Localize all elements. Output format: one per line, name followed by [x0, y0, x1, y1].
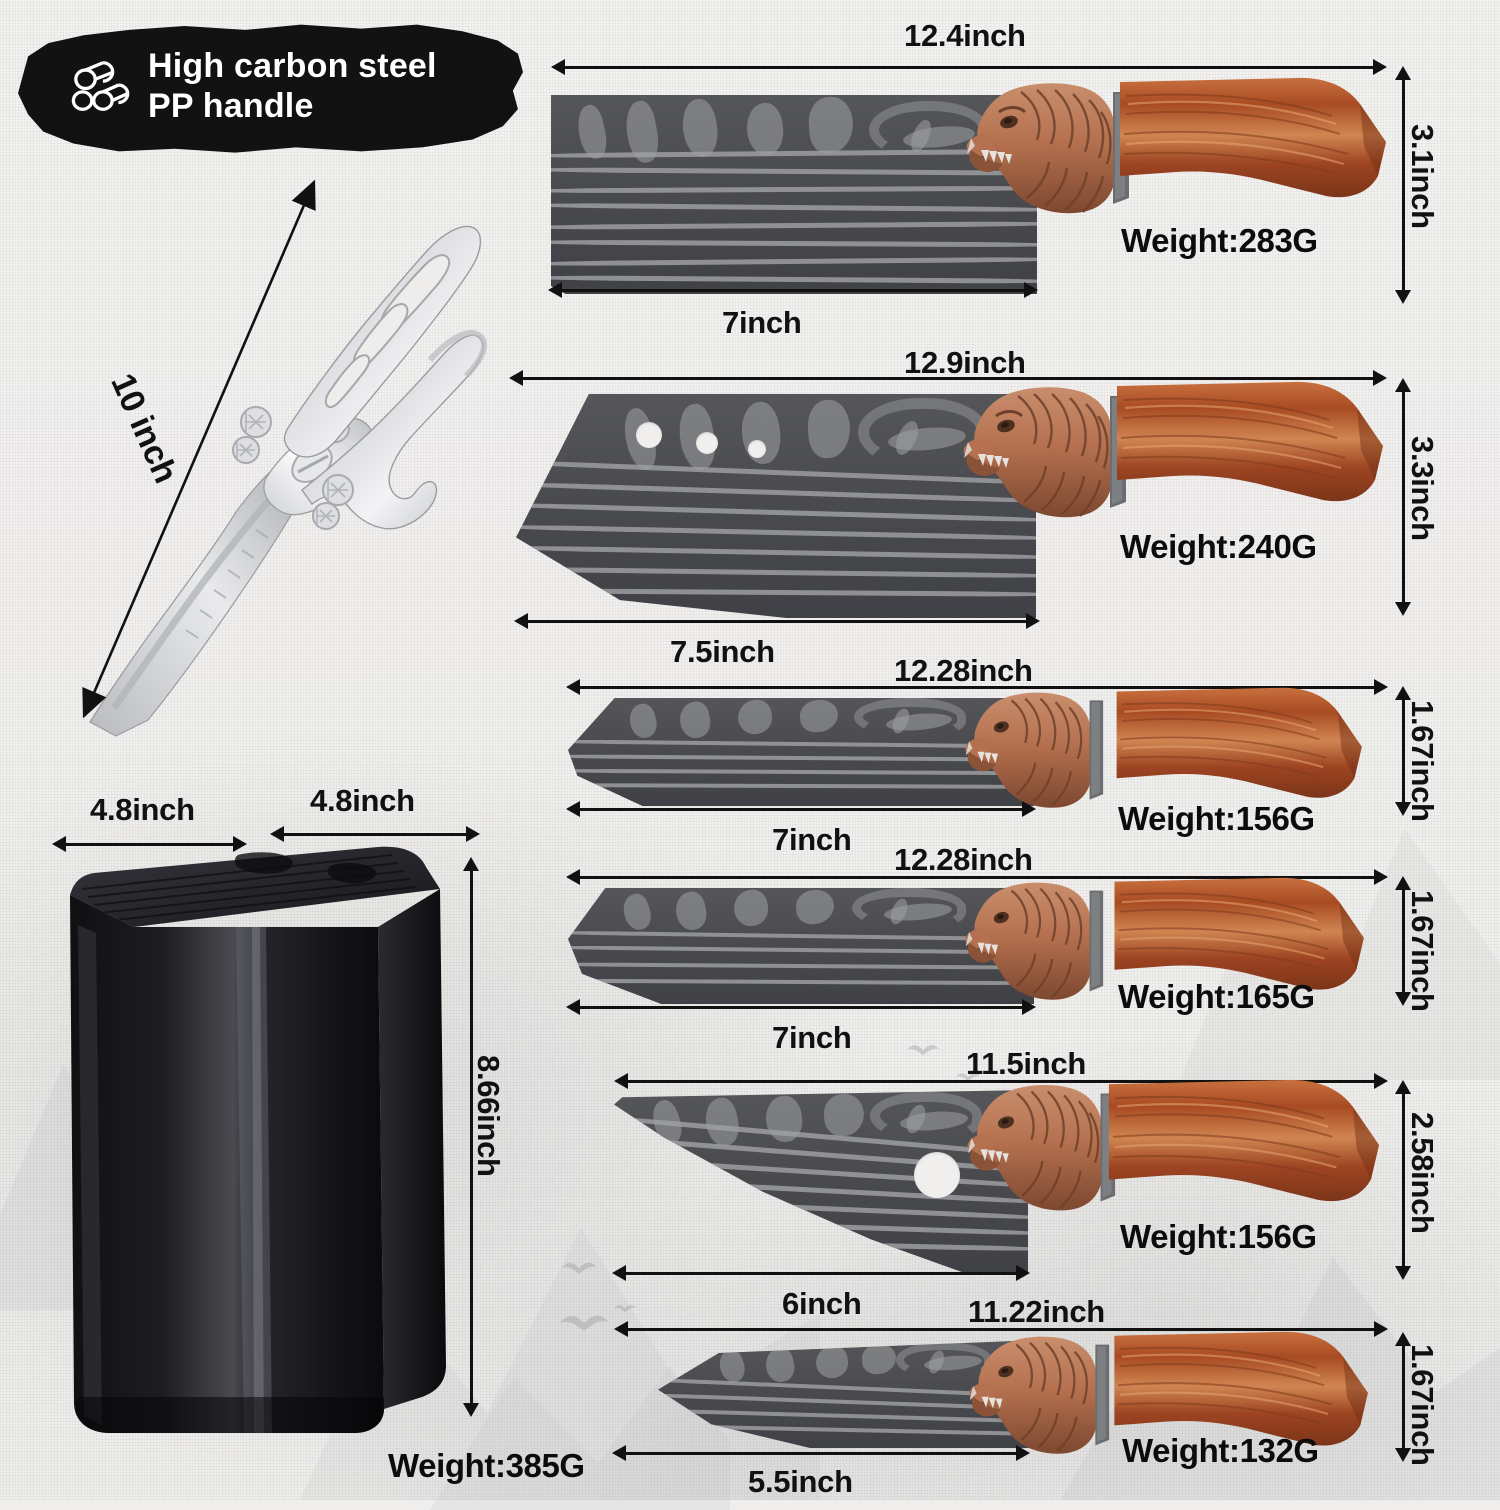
knife-2-blade-label: 7.5inch — [670, 634, 775, 669]
knife-5-total-arrow — [614, 1072, 1388, 1090]
knife-5-weight-label: Weight:156G — [1120, 1218, 1317, 1255]
knife-2-rosewood-handle — [1117, 381, 1383, 502]
bird-silhouette — [906, 1045, 940, 1056]
knife-1-rosewood-handle — [1120, 77, 1386, 198]
knife-4-blade-label: 7inch — [772, 1020, 852, 1055]
knife-5-height-arrow — [1394, 1080, 1412, 1280]
knife-3-rosewood-handle — [1116, 687, 1362, 798]
bird-silhouette — [559, 1315, 609, 1331]
knife-4-rosewood-handle — [1114, 877, 1364, 990]
knife-row-4: 12.28inch — [566, 842, 1440, 1055]
knife-6-height-label: 1.67inch — [1405, 1344, 1440, 1466]
knife-3-blade — [568, 698, 1034, 806]
badge-text: High carbon steel PP handle — [148, 46, 437, 126]
knife-6-blade-label: 5.5inch — [748, 1464, 853, 1499]
knife-block: 4.8inch 4.8inch 8.66inch Weight:385G — [48, 783, 585, 1484]
knife-row-5: 11.5inch — [612, 1046, 1440, 1321]
block-weight-label: Weight:385G — [388, 1447, 585, 1484]
knife-4-wolf-head-bolster — [965, 882, 1104, 1000]
knife-3-height-arrow — [1394, 686, 1412, 816]
knife-2-height-arrow — [1394, 378, 1412, 616]
knife-2-blade-arrow — [514, 612, 1040, 630]
bird-silhouette — [613, 1305, 637, 1313]
knife-1-total-label: 12.4inch — [904, 18, 1026, 53]
knife-4-total-label: 12.28inch — [894, 842, 1033, 877]
knife-5-blade-label: 6inch — [782, 1286, 862, 1321]
knife-6-blade-arrow — [612, 1444, 1030, 1462]
block-depth-arrow — [270, 825, 480, 843]
block-width-label: 4.8inch — [90, 792, 195, 827]
knife-1-total-arrow — [551, 58, 1387, 76]
knife-5-blade-arrow — [612, 1264, 1030, 1282]
bird-silhouette — [955, 1073, 981, 1081]
brush-stroke-background — [18, 24, 523, 153]
knife-4-weight-label: Weight:165G — [1118, 978, 1315, 1015]
knife-5-total-label: 11.5inch — [966, 1046, 1086, 1081]
knife-6-total-label: 11.22inch — [968, 1294, 1105, 1329]
knife-row-1: 12.4inch — [0, 0, 1500, 340]
badge-line-1: High carbon steel — [148, 47, 437, 85]
block-height-arrow — [462, 857, 480, 1417]
feature-badge: High carbon steel PP handle — [18, 22, 523, 154]
knife-6-wolf-head-bolster — [969, 1336, 1110, 1454]
knife-4-blade — [568, 888, 1034, 1004]
bird-silhouette — [561, 1262, 597, 1274]
block-width-arrow — [52, 835, 247, 853]
knife-4-total-arrow — [566, 868, 1388, 886]
knife-3-total-label: 12.28inch — [894, 653, 1033, 688]
knife-2-total-arrow — [509, 369, 1387, 387]
steel-bars-icon — [71, 61, 130, 111]
knife-1-blade-label: 7inch — [722, 305, 802, 340]
knife-row-2: 12.9inch — [0, 0, 1500, 669]
knife-6-weight-label: Weight:132G — [1122, 1432, 1319, 1469]
shears-screw-pads-2 — [312, 474, 354, 530]
knife-3-blade-arrow — [566, 800, 1036, 818]
knife-1-blade — [551, 95, 1037, 294]
knife-3-total-arrow — [566, 678, 1388, 696]
blade-hole — [748, 440, 766, 458]
knife-3-blade-label: 7inch — [772, 822, 852, 857]
knife-6-height-arrow — [1394, 1332, 1412, 1462]
knife-row-3: 12.28inch — [566, 653, 1440, 857]
knife-6-rosewood-handle — [1114, 1331, 1368, 1446]
knife-1-height-arrow — [1394, 66, 1412, 304]
knife-1-weight-label: Weight:283G — [1121, 222, 1318, 259]
shears-dimension-arrow — [82, 179, 316, 719]
knife-5-rosewood-handle — [1108, 1079, 1380, 1202]
knife-6-total-arrow — [614, 1320, 1388, 1338]
knife-1-blade-arrow — [548, 281, 1038, 299]
blade-hole — [636, 422, 662, 448]
kitchen-shears: 10 inch — [70, 160, 490, 740]
badge-line-2: PP handle — [148, 87, 314, 125]
knife-3-weight-label: Weight:156G — [1118, 800, 1315, 837]
knife-3-wolf-head-bolster — [965, 692, 1104, 808]
knife-4-height-arrow — [1394, 876, 1412, 1006]
knife-4-blade-arrow — [566, 998, 1036, 1016]
knife-2-weight-label: Weight:240G — [1120, 528, 1317, 565]
block-depth-label: 4.8inch — [310, 783, 415, 818]
knife-2-total-label: 12.9inch — [904, 345, 1026, 380]
blade-hole — [696, 432, 718, 454]
blade-hole — [914, 1152, 960, 1198]
